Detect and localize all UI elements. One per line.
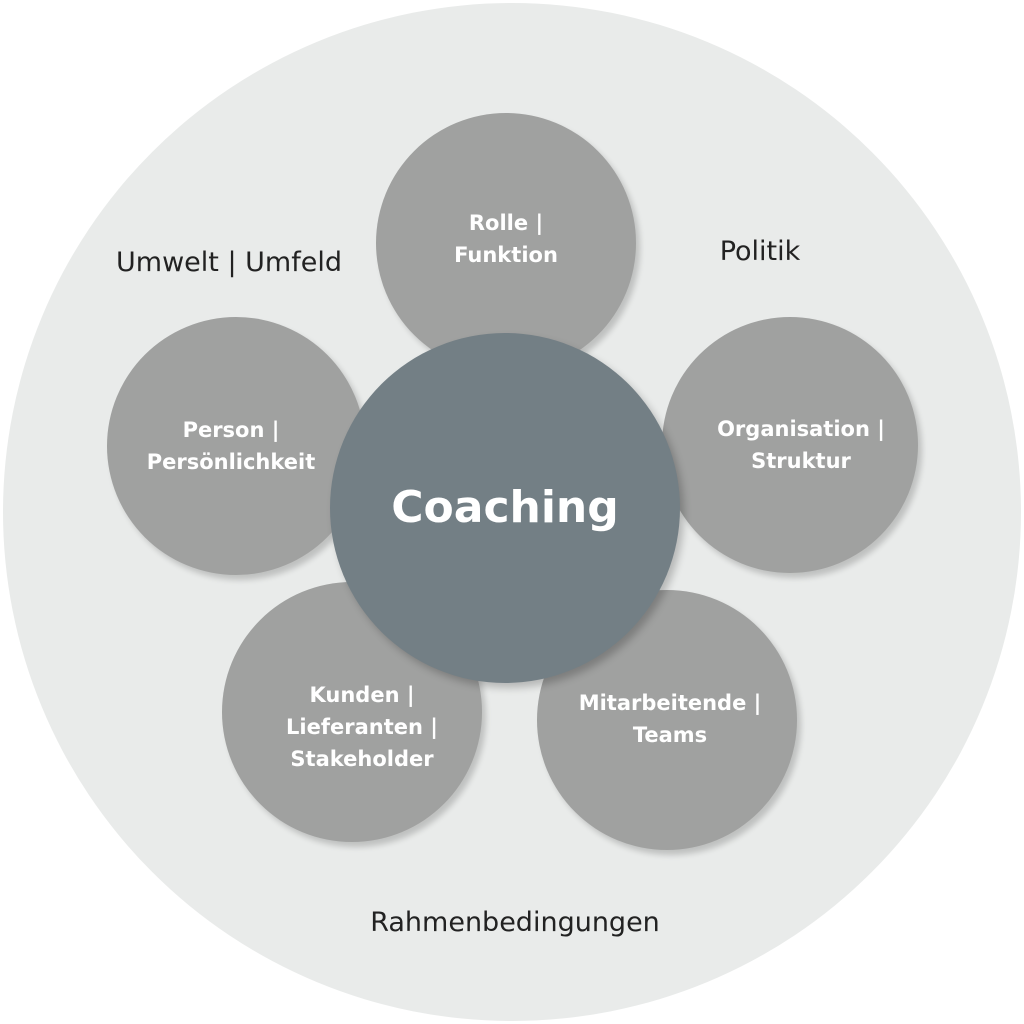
node-coaching-center: Coaching xyxy=(330,333,680,683)
node-organisation-struktur: Organisation | Struktur xyxy=(662,317,918,573)
center-label: Coaching xyxy=(391,482,619,533)
label-umwelt-umfeld: Umwelt | Umfeld xyxy=(116,247,342,278)
node-person-persoenlichkeit: Person | Persönlichkeit xyxy=(107,317,365,575)
node-label: Kunden | Lieferanten | Stakeholder xyxy=(286,683,438,771)
node-label: Organisation | Struktur xyxy=(717,417,885,473)
node-label: Mitarbeitende | Teams xyxy=(578,691,762,747)
node-label: Person | Persönlichkeit xyxy=(146,418,316,474)
node-rolle-funktion: Rolle | Funktion xyxy=(376,113,636,373)
label-rahmenbedingungen: Rahmenbedingungen xyxy=(370,907,660,938)
node-label: Rolle | Funktion xyxy=(454,211,558,267)
label-politik: Politik xyxy=(719,236,801,267)
